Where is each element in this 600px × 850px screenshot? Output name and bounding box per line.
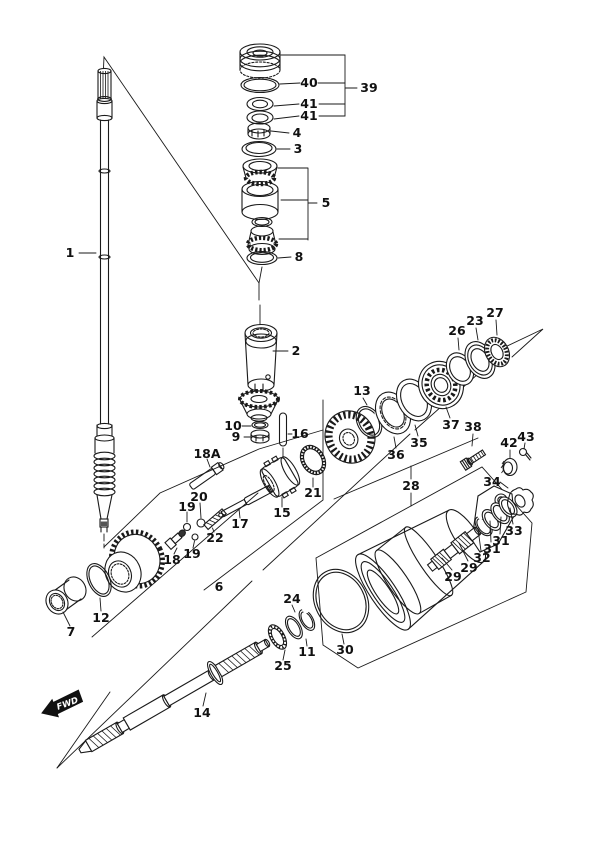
callout-17: 17	[231, 516, 248, 531]
callout-24: 24	[283, 591, 301, 606]
callout-10: 10	[224, 418, 242, 433]
cam-follower-18	[164, 529, 186, 551]
callout-3: 3	[294, 141, 303, 156]
bolt-38	[459, 449, 487, 471]
callout-16: 16	[291, 426, 309, 441]
callout-19b: 19	[183, 546, 200, 561]
callout-33: 33	[505, 523, 522, 538]
callout-18: 18	[163, 552, 180, 567]
callout-13: 13	[353, 383, 370, 398]
callout-25: 25	[274, 658, 291, 673]
shift-rod-18a	[189, 461, 225, 490]
callout-6: 6	[215, 579, 224, 594]
clutch-dog	[259, 455, 301, 499]
detent-ball-19a	[182, 511, 192, 532]
forward-gear	[104, 529, 165, 593]
driveshaft-bearing-stack	[239, 43, 281, 266]
callout-42: 42	[500, 435, 517, 450]
push-rod-17	[218, 484, 274, 518]
callout-41b: 41	[300, 108, 317, 123]
o-ring-12	[86, 563, 112, 597]
callout-28: 28	[402, 478, 419, 493]
detent-pin-20	[196, 502, 206, 528]
callout-14: 14	[193, 705, 211, 720]
callout-29a: 29	[460, 560, 477, 575]
callout-31b: 31	[483, 541, 500, 556]
pinion-washer-and-nut	[241, 420, 270, 444]
callout-38: 38	[464, 419, 481, 434]
callout-22: 22	[206, 530, 223, 545]
bushing-7	[45, 576, 87, 615]
detent-ball-19b	[191, 533, 199, 549]
callout-labels: 1 40 41 41 39 4 3 5 8 2 13 10 9 16 18A 2…	[66, 75, 535, 720]
callout-37: 37	[442, 417, 459, 432]
callout-11: 11	[298, 644, 315, 659]
callout-32: 32	[473, 550, 490, 565]
shaft-29-and-rings	[426, 496, 518, 572]
callout-43: 43	[517, 429, 534, 444]
tapered-bearing-27	[483, 336, 511, 368]
callout-31a: 31	[492, 533, 509, 548]
callout-15: 15	[273, 505, 290, 520]
callout-1: 1	[66, 245, 75, 260]
callout-40: 40	[300, 75, 318, 90]
callout-5: 5	[322, 195, 331, 210]
screw-43	[518, 447, 532, 461]
callout-2: 2	[292, 343, 301, 358]
callout-29b: 29	[444, 569, 461, 584]
fwd-arrow: FWD	[41, 689, 84, 718]
spring-22	[203, 508, 227, 531]
callout-35: 35	[410, 435, 427, 450]
plug-42	[500, 457, 518, 477]
drive-shaft	[93, 67, 116, 533]
bearing-25	[267, 624, 288, 650]
o-ring-30	[312, 568, 370, 634]
callout-brackets	[270, 54, 358, 259]
callout-12: 12	[92, 610, 109, 625]
callout-7: 7	[67, 624, 76, 639]
callout-27: 27	[486, 305, 503, 320]
callout-18a: 18A	[193, 446, 220, 461]
splined-spacer-21	[299, 444, 327, 476]
callout-26: 26	[448, 323, 466, 338]
callout-23: 23	[466, 313, 483, 328]
leader-lines	[56, 55, 544, 769]
callout-36: 36	[387, 447, 405, 462]
bevel-gear	[324, 410, 376, 464]
callout-41a: 41	[300, 96, 317, 111]
fwd-label: FWD	[55, 696, 79, 713]
pinion-sleeve	[244, 323, 289, 394]
callout-39: 39	[360, 80, 377, 95]
pinion-gear	[238, 389, 280, 422]
callout-4: 4	[293, 125, 302, 140]
propeller-shaft	[78, 605, 316, 754]
snap-ring-11	[298, 605, 316, 631]
dowel-pin	[278, 412, 293, 459]
callout-30: 30	[336, 642, 354, 657]
callout-19a: 19	[178, 499, 195, 514]
callout-34: 34	[483, 474, 501, 489]
washer-24	[284, 615, 303, 640]
callout-8: 8	[295, 249, 304, 264]
callout-21: 21	[304, 485, 321, 500]
callout-20: 20	[190, 489, 208, 504]
bearing-carrier-box	[315, 465, 533, 669]
callout-9: 9	[232, 429, 241, 444]
